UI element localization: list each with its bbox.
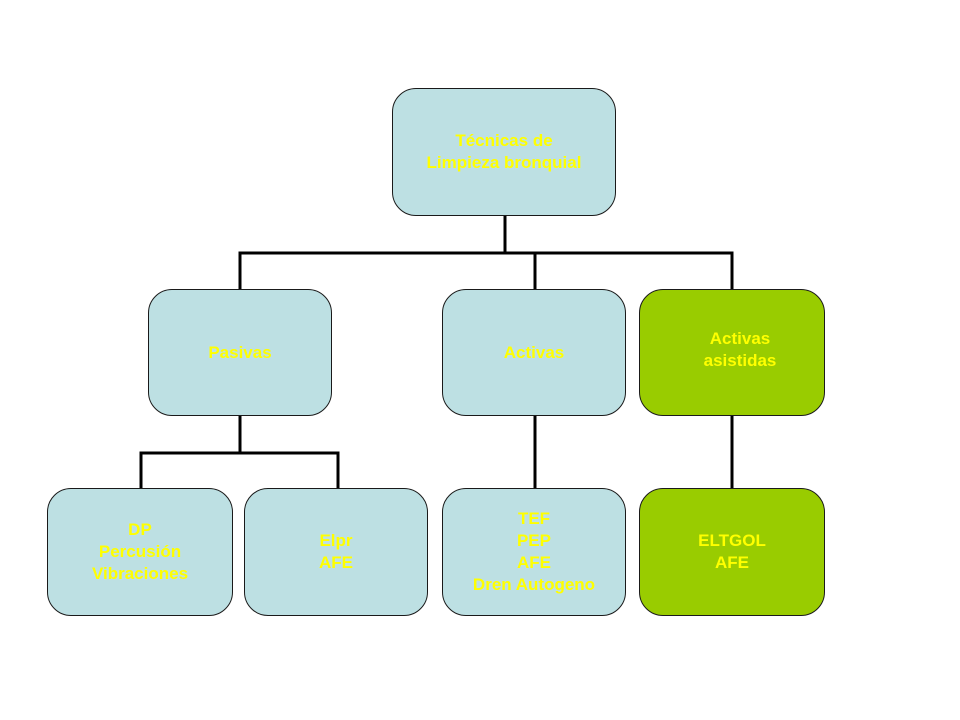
node-label-line: Percusión (98, 542, 182, 561)
node-label-line: Limpieza bronquial (426, 153, 582, 172)
node-label-line: ELTGOL (698, 531, 766, 550)
node-label-line: Activas (709, 328, 771, 348)
node-activas: Activas (442, 289, 626, 416)
node-eltgol-afe: ELTGOL AFE (639, 488, 825, 616)
node-label-line: AFE (516, 553, 551, 572)
node-label: Activas (504, 342, 564, 364)
node-label-line: TEF (517, 509, 551, 528)
node-label-line: DP (128, 520, 152, 539)
node-label-line: asistidas (703, 350, 777, 370)
node-label-line: Elpr (319, 531, 353, 550)
node-tecnicas-limpieza-bronquial: Técnicas de Limpieza bronquial (392, 88, 616, 216)
node-label-line: AFE (319, 553, 353, 572)
node-label-line: AFE (715, 553, 749, 572)
node-label-line: PEP (516, 531, 551, 550)
node-label-line: Técnicas de (455, 131, 553, 150)
node-label: ELTGOL AFE (698, 530, 766, 574)
node-label-line: Activas (503, 342, 565, 362)
node-pasivas: Pasivas (148, 289, 332, 416)
node-label: Técnicas de Limpieza bronquial (427, 130, 582, 174)
node-label-line: Dren Autogeno (472, 575, 596, 594)
node-tef-pep-afe-dren: TEF PEP AFE Dren Autogeno (442, 488, 626, 616)
node-label-line: Pasivas (208, 342, 272, 362)
node-label: TEF PEP AFE Dren Autogeno (473, 508, 595, 596)
node-label: Pasivas (208, 342, 271, 364)
node-label-line: Vibraciones (91, 564, 189, 583)
